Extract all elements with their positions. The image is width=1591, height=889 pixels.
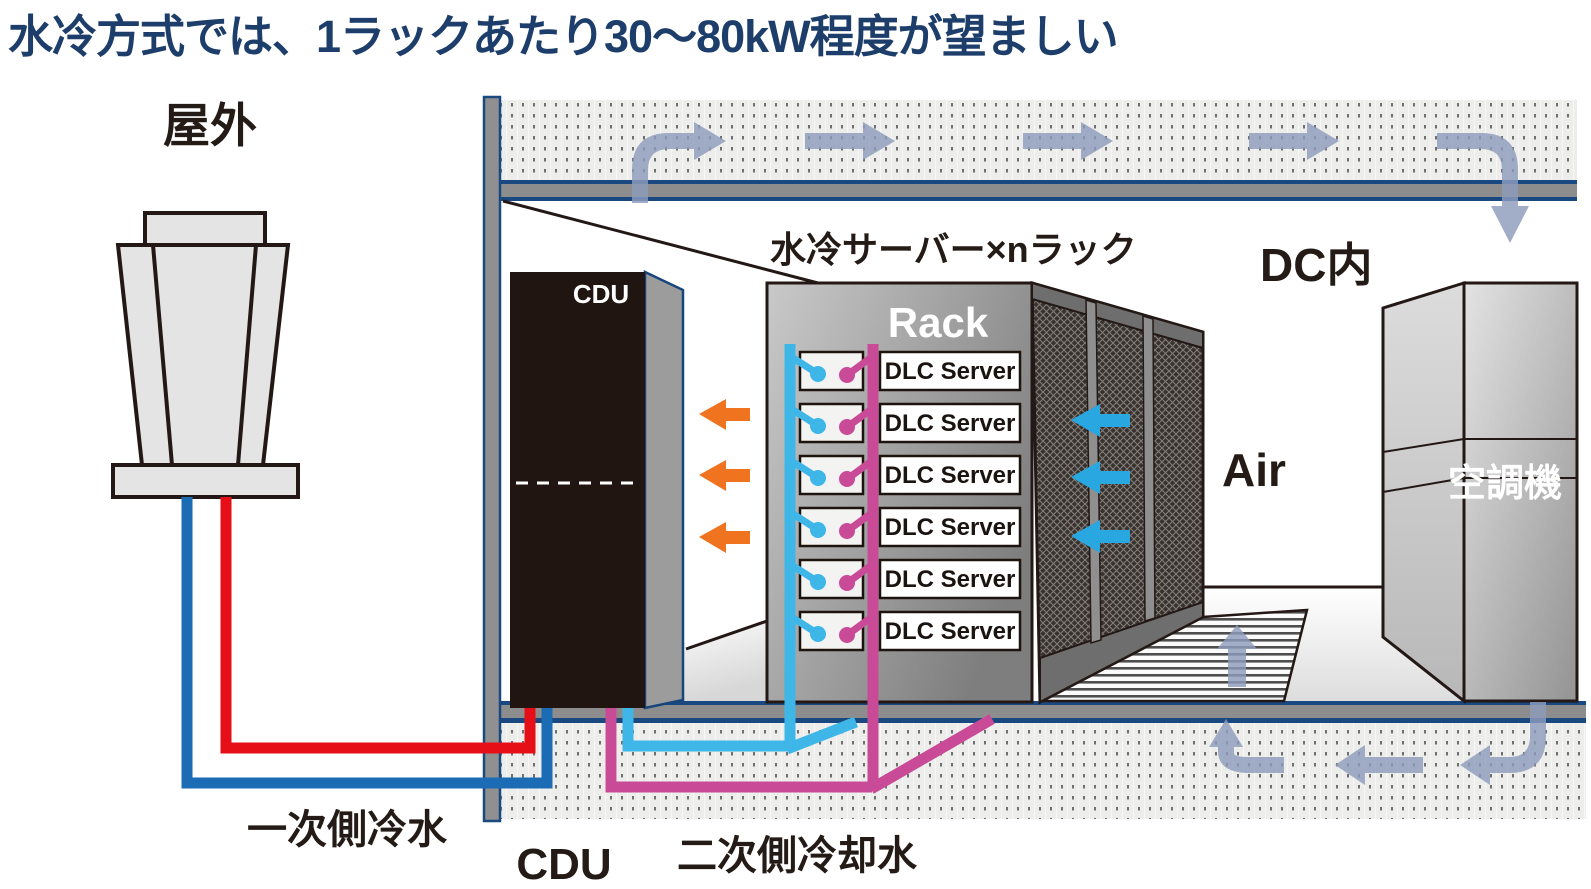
crah-side-seam — [1382, 477, 1465, 493]
ceiling-perspective-line — [502, 199, 819, 285]
primary-supply-pipe — [181, 497, 553, 789]
air-up-through-grate-arrow — [1217, 625, 1257, 687]
air-left-arrow — [1335, 745, 1423, 785]
server-label: DLC Server — [885, 566, 1016, 593]
server-row: DLC Server — [798, 610, 1022, 652]
air-down-left-arrow — [1460, 702, 1546, 785]
server-row: DLC Server — [798, 454, 1022, 496]
heat-arrow — [699, 522, 750, 553]
cooling-tower — [111, 211, 300, 499]
air-up-right-arrow — [632, 122, 726, 203]
ceiling-plenum — [501, 100, 1577, 201]
aisle-perspective-line — [685, 619, 768, 651]
outdoor-area-label: 屋外 — [163, 99, 257, 152]
crah-front — [1462, 281, 1579, 703]
secondary-supply-underfloor — [622, 708, 789, 752]
secondary-loop — [605, 344, 995, 794]
primary-return-pipe — [220, 497, 536, 754]
air-intake-arrow — [1071, 404, 1130, 437]
air-intake-arrow — [1071, 461, 1130, 494]
air-left-up-arrow — [1209, 719, 1284, 773]
cooling-tower-cap — [143, 211, 267, 247]
crah-label: 空調機 — [1448, 463, 1562, 505]
rack-caption: 水冷サーバー×nラック — [770, 229, 1137, 270]
rack-panel-label: Rack — [888, 299, 989, 346]
server-row: DLC Server — [798, 402, 1022, 444]
air-intake-arrow — [1071, 520, 1130, 553]
server-row: DLC Server — [798, 350, 1022, 392]
air-right-arrow — [805, 122, 895, 160]
floor-slab — [501, 705, 1586, 718]
page-title: 水冷方式では、1ラックあたり30〜80kW程度が望ましい — [8, 11, 1118, 62]
secondary-water-label: 二次側冷却水 — [677, 834, 918, 878]
cooling-tower-body — [115, 243, 291, 467]
cooling-tower-base — [111, 463, 300, 499]
server-label: DLC Server — [885, 514, 1016, 541]
air-label: Air — [1222, 444, 1286, 496]
server-row: DLC Server — [798, 558, 1022, 600]
cdu-unit-label: CDU — [573, 279, 629, 309]
air-right-arrow — [1249, 122, 1339, 160]
heat-arrow — [699, 399, 750, 430]
server-label: DLC Server — [885, 462, 1016, 489]
secondary-supply-branch — [784, 716, 859, 755]
crah-side-seam — [1382, 438, 1465, 453]
cdu-front — [510, 272, 645, 708]
cdu-bottom-label: CDU — [516, 840, 611, 889]
server-connectors — [786, 352, 877, 643]
crah-unit: 空調機 — [1381, 280, 1579, 705]
air-right-arrow — [1023, 122, 1113, 160]
air-down-arrow — [1437, 133, 1529, 243]
ceiling-slab — [501, 184, 1577, 197]
underfloor-dotted-area — [501, 723, 1586, 819]
server-label: DLC Server — [885, 358, 1016, 385]
cdu-unit: CDU — [510, 270, 685, 710]
server-rack: Rack DLC Server DLC Server DLC Server DL… — [765, 280, 1205, 705]
secondary-return-branch — [868, 714, 995, 794]
dc-area-label: DC内 — [1260, 239, 1372, 291]
heat-arrow — [699, 460, 750, 491]
rack-side-mullion — [1142, 314, 1156, 623]
primary-water-label: 一次側冷水 — [247, 808, 448, 852]
secondary-return-underfloor — [605, 708, 872, 793]
building-wall — [482, 95, 502, 823]
cooling-tower-line-right — [236, 244, 258, 466]
server-row: DLC Server — [798, 506, 1022, 548]
cdu-side — [643, 270, 685, 710]
rack-side-top-bar — [1031, 281, 1204, 350]
underfloor-airflow — [1209, 625, 1546, 785]
floor-plenum — [501, 701, 1586, 819]
cooling-tower-line-left — [151, 244, 174, 466]
server-label: DLC Server — [885, 410, 1016, 437]
ceiling-airflow — [632, 122, 1529, 243]
server-label: DLC Server — [885, 618, 1016, 645]
